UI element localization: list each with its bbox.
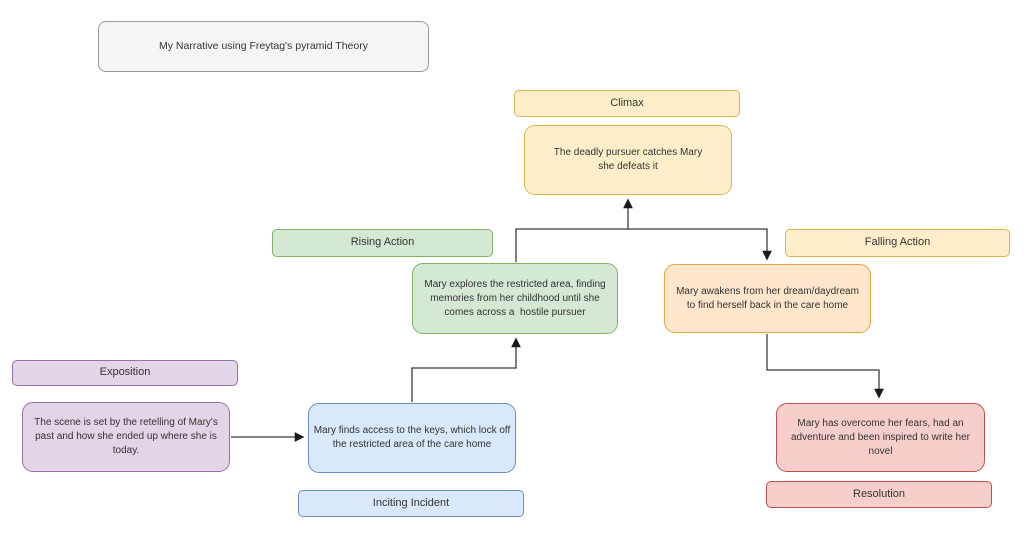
falling-action-content-text: Mary awakens from her dream/daydream to …: [676, 285, 859, 311]
edge-rising-to-climax: [515, 198, 633, 262]
exposition-content-text: The scene is set by the retelling of Mar…: [34, 417, 218, 456]
falling-action-content-node[interactable]: Mary awakens from her dream/daydream to …: [664, 264, 871, 333]
climax-label-text: Climax: [610, 96, 644, 109]
inciting-incident-stage-label[interactable]: Inciting Incident: [298, 490, 524, 517]
rising-action-content-text: Mary explores the restricted area, findi…: [424, 278, 606, 318]
inciting-incident-label-text: Inciting Incident: [372, 496, 450, 509]
edge-climax-to-falling: [628, 228, 772, 261]
exposition-label-text: Exposition: [99, 366, 151, 379]
falling-action-label-text: Falling Action: [864, 236, 931, 249]
exposition-content-node[interactable]: The scene is set by the retelling of Mar…: [22, 402, 230, 472]
resolution-stage-label[interactable]: Resolution: [766, 481, 992, 508]
resolution-label-text: Resolution: [853, 487, 905, 500]
climax-stage-label[interactable]: Climax: [514, 90, 740, 117]
falling-action-stage-label[interactable]: Falling Action: [785, 229, 1010, 257]
edge-falling-to-resolution: [766, 334, 884, 399]
resolution-content-node[interactable]: Mary has overcome her fears, had an adve…: [776, 403, 985, 472]
rising-action-content-node[interactable]: Mary explores the restricted area, findi…: [412, 263, 618, 334]
edge-inciting-to-rising: [411, 337, 521, 402]
climax-content-text: The deadly pursuer catches Mary she defe…: [553, 147, 703, 172]
inciting-incident-content-node[interactable]: Mary finds access to the keys, which loc…: [308, 403, 516, 473]
diagram-title-node[interactable]: My Narrative using Freytag's pyramid The…: [98, 21, 429, 72]
diagram-title-text: My Narrative using Freytag's pyramid The…: [159, 40, 368, 53]
inciting-incident-content-text: Mary finds access to the keys, which loc…: [313, 425, 511, 450]
resolution-content-text: Mary has overcome her fears, had an adve…: [790, 417, 970, 457]
exposition-stage-label[interactable]: Exposition: [12, 360, 238, 386]
rising-action-label-text: Rising Action: [350, 236, 415, 249]
rising-action-stage-label[interactable]: Rising Action: [272, 229, 493, 257]
climax-content-node[interactable]: The deadly pursuer catches Mary she defe…: [524, 125, 732, 195]
